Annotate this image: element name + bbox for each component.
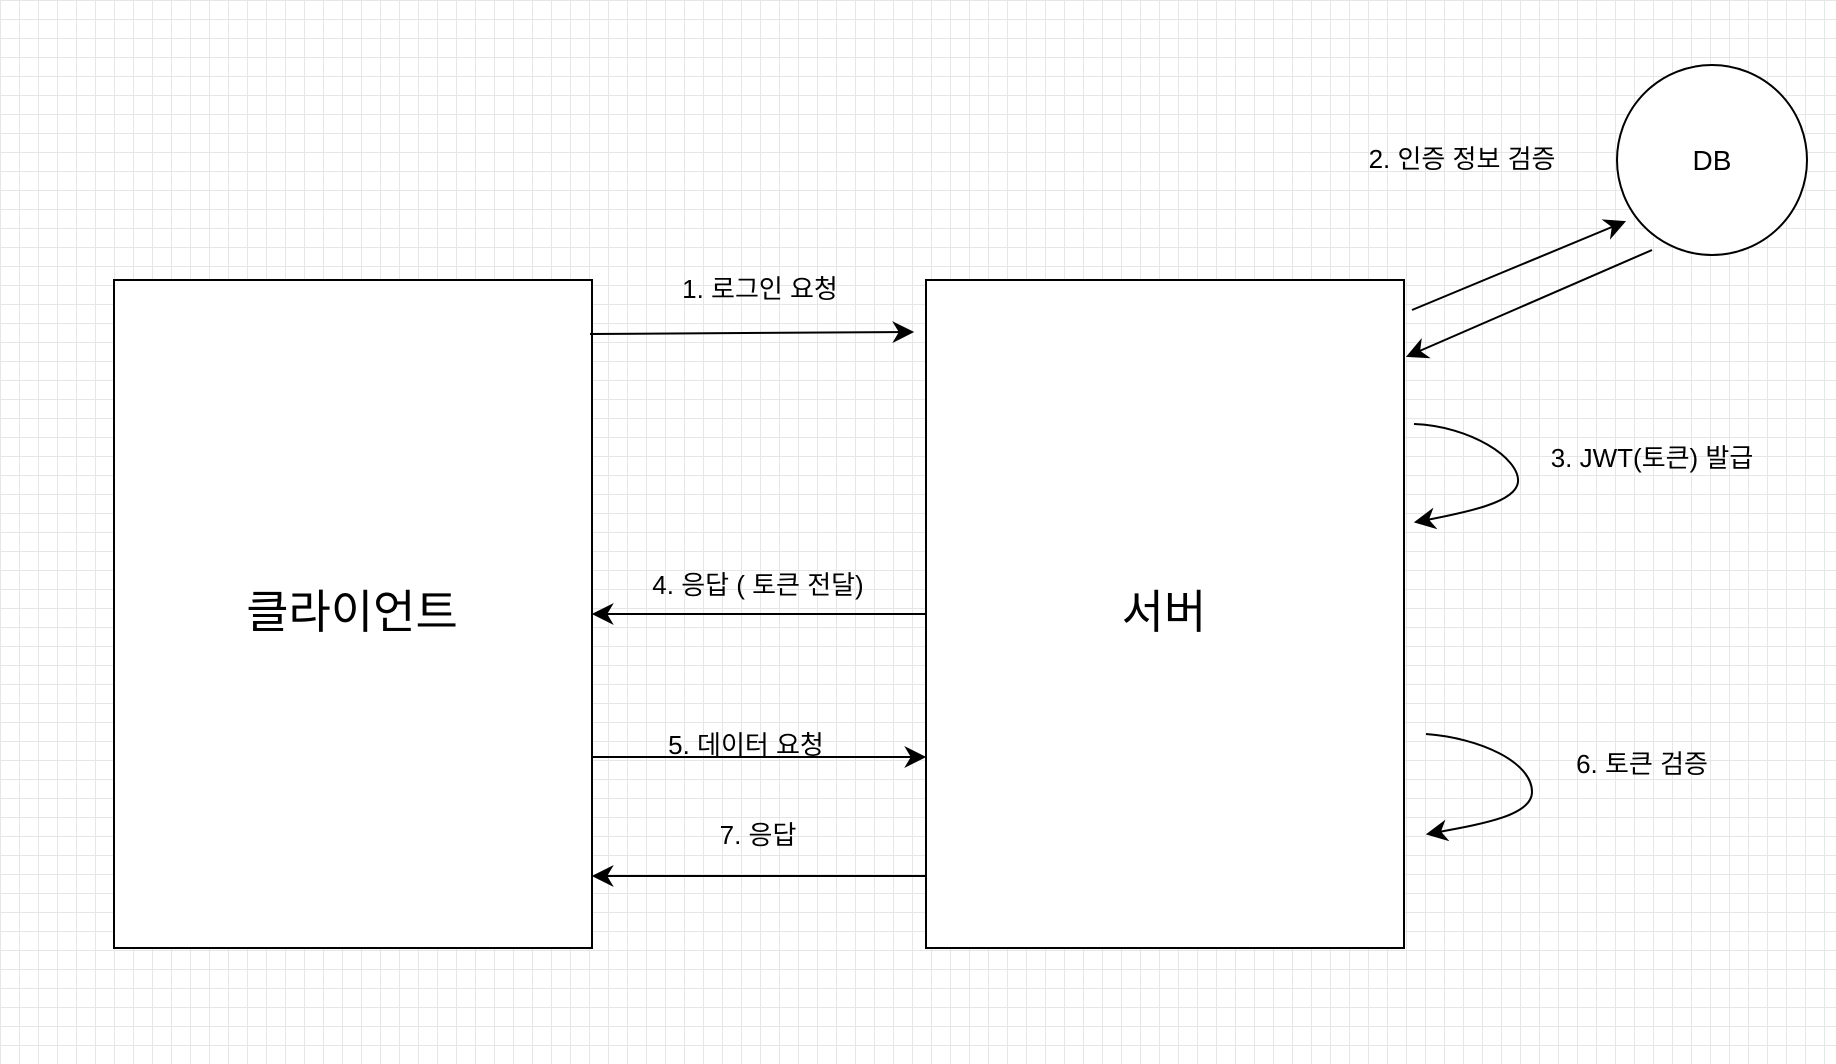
client-label: 클라이언트 [246,586,458,638]
db-label: DB [1693,145,1732,176]
edge-label-issue-jwt: 3. JWT(토큰) 발급 [1551,443,1754,473]
edge-label-verify-token: 6. 토큰 검증 [1576,749,1708,779]
edge-label-verify-credentials: 2. 인증 정보 검증 [1369,144,1556,174]
edge-login-request[interactable]: 1. 로그인 요청 [589,274,915,344]
server-label: 서버 [1122,586,1207,638]
server-node[interactable]: 서버 [925,279,1405,949]
edge-verify-credentials[interactable]: 2. 인증 정보 검증 [1369,144,1653,359]
edge-response-token[interactable]: 4. 응답 ( 토큰 전달) [591,570,926,625]
edge-data-request[interactable]: 5. 데이터 요청 [592,730,927,768]
edge-response[interactable]: 7. 응답 [591,820,926,887]
db-node[interactable]: DB [1616,64,1808,256]
edge-label-response-token: 4. 응답 ( 토큰 전달) [652,570,863,600]
edge-issue-jwt[interactable]: 3. JWT(토큰) 발급 [1413,423,1754,530]
edge-label-data-request: 5. 데이터 요청 [668,730,824,760]
client-node[interactable]: 클라이언트 [113,279,593,949]
edge-verify-token[interactable]: 6. 토큰 검증 [1425,733,1708,842]
edge-label-response: 7. 응답 [720,820,797,850]
edge-label-login-request: 1. 로그인 요청 [682,274,838,304]
